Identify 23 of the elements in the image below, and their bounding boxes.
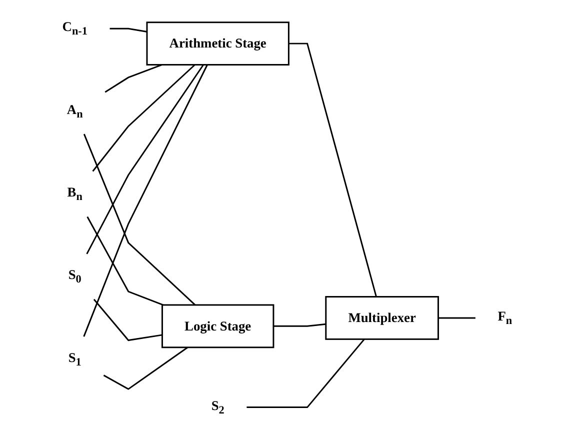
connector [110, 28, 148, 32]
node-text: B$_{n}$ [68, 184, 83, 203]
connector [94, 298, 163, 342]
node-text: F$_{n}$ [498, 308, 512, 327]
node-box: Arithmetic Stage [146, 22, 290, 66]
node-box: Multiplexer [325, 296, 440, 340]
node-text: C$_{n-1}$ [62, 19, 88, 38]
node-box: Logic Stage [162, 304, 274, 348]
connector [246, 338, 366, 408]
node-text: A$_{n}$ [67, 102, 84, 120]
connector [288, 42, 378, 297]
connector [86, 216, 164, 306]
node-text: S$_{1}$ [68, 350, 82, 368]
connector [92, 64, 196, 172]
connector [84, 134, 196, 306]
connector [83, 64, 208, 337]
connector [274, 323, 326, 327]
connector [438, 317, 476, 319]
connector [104, 346, 188, 390]
connector [86, 64, 204, 254]
node-text: S$_{2}$ [212, 398, 225, 416]
connector [105, 64, 162, 93]
node-text: S$_{0}$ [68, 267, 82, 286]
